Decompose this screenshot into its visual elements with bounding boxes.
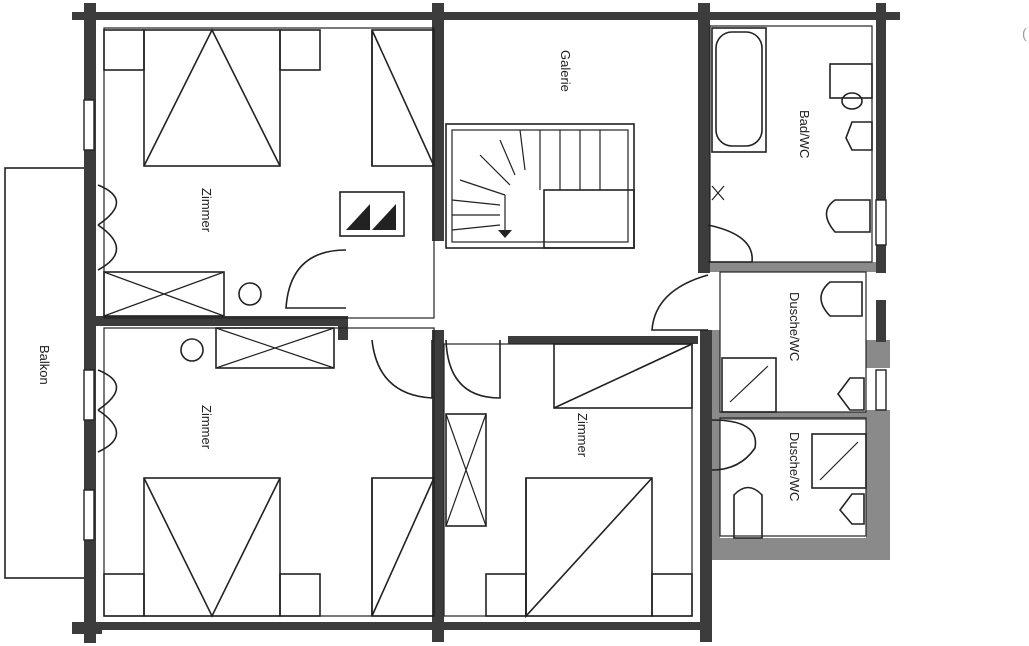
bed-top-left <box>103 28 435 167</box>
walls <box>72 3 900 643</box>
room-label-dusche-wc-1: Dusche/WC <box>787 292 802 362</box>
bathroom-wet-walls <box>708 262 890 560</box>
room-label-dusche-wc-2: Dusche/WC <box>787 432 802 502</box>
bed-bottom-right <box>485 343 693 619</box>
staircase <box>445 123 635 249</box>
svg-text:(: ( <box>1022 25 1027 41</box>
sanitary-fixtures <box>719 63 873 539</box>
room-label-bad-wc: Bad/WC <box>797 110 812 159</box>
bed-bottom-left <box>103 477 435 618</box>
room-label-zimmer-bottom-left: Zimmer <box>199 405 214 450</box>
bathtub <box>711 27 767 201</box>
room-label-zimmer-top-left: Zimmer <box>199 188 214 233</box>
room-label-galerie: Galerie <box>558 50 573 92</box>
chimney <box>339 191 405 237</box>
room-label-balkon: Balkon <box>37 345 52 385</box>
room-label-zimmer-bottom-right: Zimmer <box>575 413 590 458</box>
windows <box>83 99 887 541</box>
wardrobes <box>103 271 487 527</box>
